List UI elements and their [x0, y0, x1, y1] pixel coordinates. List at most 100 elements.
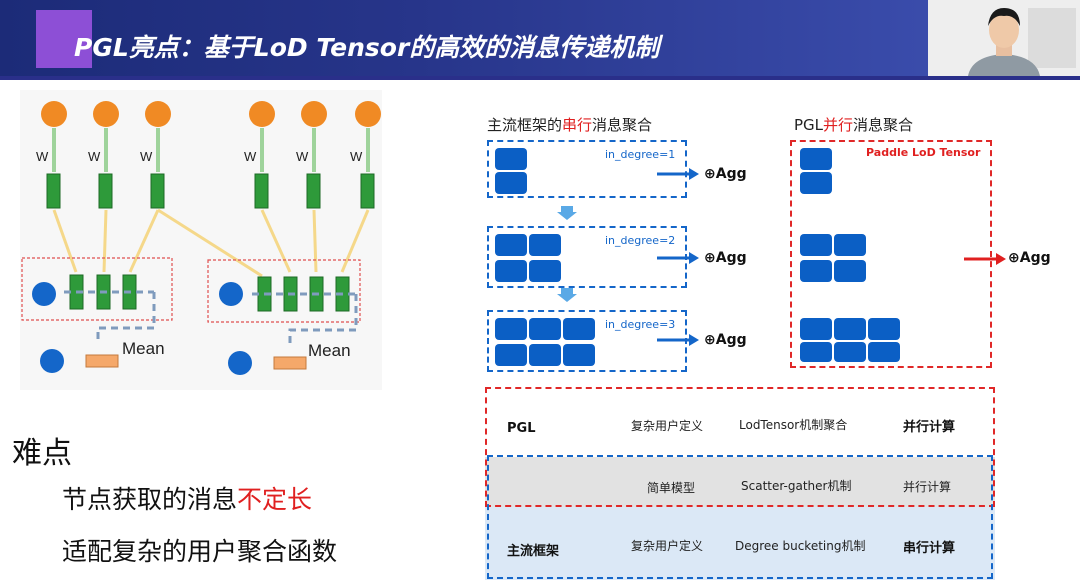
serial-title-suffix: 消息聚合 [592, 116, 653, 134]
in-degree-label: in_degree=3 [605, 318, 676, 331]
agg-text: Agg [1019, 250, 1051, 266]
message-block [306, 173, 321, 209]
message-cell [563, 344, 595, 366]
weight-label: W [140, 149, 153, 164]
agg-text: Agg [715, 332, 747, 348]
message-cell [495, 318, 527, 340]
table-cell: Degree bucketing机制 [735, 539, 866, 553]
difficulty-heading: 难点 [12, 436, 72, 471]
agg-text: Agg [715, 166, 747, 182]
output-node [40, 349, 64, 373]
table-row-mainstream-bg [485, 507, 995, 580]
message-cell [800, 234, 832, 256]
table-cell: 复杂用户定义 [631, 419, 704, 433]
serial-batch-box: in_degree=2 [487, 226, 687, 288]
target-node [219, 282, 243, 306]
message-cell [834, 318, 866, 340]
serial-title-text: 主流框架的 [487, 116, 563, 134]
table-row-name: PGL [507, 421, 536, 436]
down-arrow-icon [557, 206, 577, 220]
serial-batch-box: in_degree=1 [487, 140, 687, 198]
source-node [145, 101, 171, 127]
message-block [150, 173, 165, 209]
table-cell: 串行计算 [903, 541, 956, 556]
message-block [46, 173, 61, 209]
in-degree-label: in_degree=1 [605, 148, 676, 161]
weight-label: W [350, 149, 363, 164]
source-node [93, 101, 119, 127]
message-cell [834, 260, 866, 282]
serial-title-highlight: 串行 [562, 116, 593, 134]
oplus-icon: ⊕ [704, 332, 716, 348]
presenter-webcam [928, 0, 1080, 76]
target-node [32, 282, 56, 306]
header-accent-block [36, 10, 92, 68]
down-arrow-icon [557, 288, 577, 302]
table-row-name: 主流框架 [507, 544, 560, 559]
parallel-aggregation-title: PGL并行消息聚合 [794, 114, 913, 135]
weight-label: W [88, 149, 101, 164]
serial-step-arrows [557, 206, 577, 302]
message-cell [834, 234, 866, 256]
table-cell: LodTensor机制聚合 [739, 418, 848, 432]
message-cell [529, 344, 561, 366]
source-node [41, 101, 67, 127]
comparison-table: PGL 复杂用户定义 LodTensor机制聚合 并行计算 简单模型 Scatt… [485, 387, 995, 580]
serial-aggregation-title: 主流框架的串行消息聚合 [487, 114, 652, 135]
difficulty-point-1: 节点获取的消息不定长 [62, 480, 312, 516]
message-cell [800, 148, 832, 170]
message-cell [800, 260, 832, 282]
oplus-icon: ⊕ [704, 166, 716, 182]
mean-label: Mean [122, 339, 165, 358]
parallel-agg-arrow [964, 253, 1006, 265]
parallel-title-text: PGL [794, 116, 824, 134]
pgl-outline [485, 387, 995, 507]
message-cell [495, 172, 527, 194]
weight-arrows [52, 128, 370, 172]
message-block [360, 173, 375, 209]
header-divider [0, 76, 1080, 80]
message-cell [495, 344, 527, 366]
table-cell: Scatter-gather机制 [741, 479, 852, 493]
right-arrow-icon [996, 253, 1006, 265]
routing-arrows [52, 208, 370, 278]
parallel-agg-label: ⊕Agg [1008, 250, 1051, 266]
message-passing-diagram: W W W W W W Mean Mean [21, 101, 381, 375]
message-cell [529, 260, 561, 282]
mean-label: Mean [308, 341, 351, 360]
right-arrow-icon [689, 168, 699, 180]
agg-text: Agg [715, 250, 747, 266]
source-node [301, 101, 327, 127]
point1-highlight: 不定长 [237, 485, 313, 514]
source-node [355, 101, 381, 127]
lod-tensor-label: Paddle LoD Tensor [866, 146, 981, 159]
message-cell [495, 260, 527, 282]
table-cell: 并行计算 [903, 420, 956, 435]
message-block [254, 173, 269, 209]
aggregation-box [21, 257, 173, 321]
message-cell [495, 234, 527, 256]
mean-output [273, 356, 307, 370]
parallel-title-suffix: 消息聚合 [853, 116, 914, 134]
message-cell [800, 318, 832, 340]
source-node [249, 101, 275, 127]
slide-header-bar [0, 0, 928, 76]
table-row-simple-bg [485, 457, 995, 507]
message-passing-diagram-bg [20, 90, 382, 390]
message-cell [800, 342, 832, 362]
message-cell [529, 234, 561, 256]
aggregation-box [207, 259, 361, 323]
weight-label: W [244, 149, 257, 164]
mean-path [64, 290, 358, 346]
lod-tensor-box: Paddle LoD Tensor [790, 140, 992, 368]
agg-label: ⊕Agg [704, 332, 747, 348]
in-degree-label: in_degree=2 [605, 234, 676, 247]
serial-agg-arrows [657, 168, 699, 346]
agg-label: ⊕Agg [704, 250, 747, 266]
message-cell [800, 172, 832, 194]
right-arrow-icon [689, 252, 699, 264]
table-cell: 并行计算 [903, 480, 952, 494]
slide-title: PGL亮点：基于LoD Tensor的高效的消息传递机制 [74, 33, 660, 62]
message-block [98, 173, 113, 209]
message-cell [868, 318, 900, 340]
